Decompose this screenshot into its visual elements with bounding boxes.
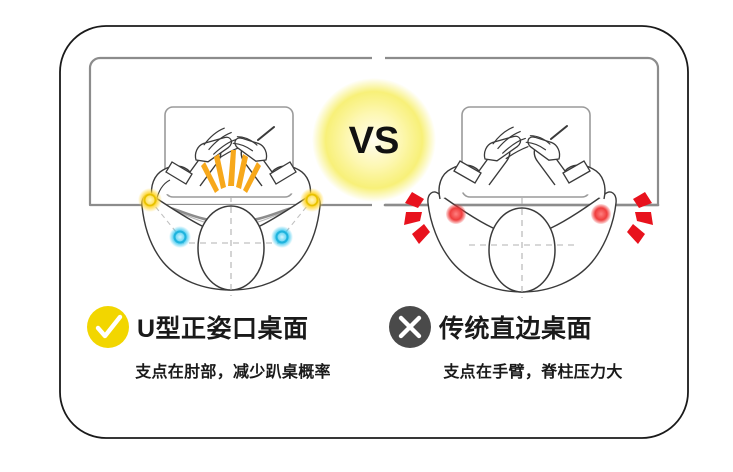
finger-1 [203,127,225,146]
shoulder-marker-right [271,226,293,248]
red-burst-right [627,192,653,244]
elbow-marker-right [300,188,324,212]
vs-label: VS [349,120,400,162]
finger-3 [213,138,237,155]
subtitle-right: 支点在手臂，脊柱压力大 [442,362,622,381]
orange-burst [201,150,261,193]
check-glyph [95,314,123,339]
vs-glow-circle [312,78,436,202]
finger-4-r [505,146,529,160]
subtitle-left: 支点在肘部，减少趴桌概率 [134,362,331,381]
cuff-left-r [453,160,482,184]
panel-right [383,56,660,298]
pen-right-panel [550,125,568,140]
cross-glyph [398,315,422,339]
red-burst-left [404,192,430,244]
finger-2-r [497,130,521,150]
pen-left-panel [257,126,275,141]
finger-grip-2-r [525,141,547,151]
finger-grip-1-r [529,135,551,145]
title-left: U型正姿口桌面 [137,314,309,343]
finger-3-r [502,137,526,154]
forearm-marker-right [591,204,611,224]
elbow-marker-left [138,188,162,212]
cuff-left [165,161,193,185]
forearm-marker-left [446,204,466,224]
title-right: 传统直边桌面 [438,314,592,343]
check-circle-icon [87,306,129,348]
cuff-right-r [562,160,591,184]
finger-1-r [492,126,514,145]
caption-right: 传统直边桌面 支点在手臂，脊柱压力大 [389,306,622,381]
finger-grip-1 [236,136,258,146]
vs-badge: VS [312,78,436,202]
caption-left: U型正姿口桌面 支点在肘部，减少趴桌概率 [87,306,331,381]
shoulder-marker-left [169,226,191,248]
finger-grip-2 [232,142,254,152]
panel-left [88,56,372,296]
finger-2 [208,131,232,151]
cuff-right [269,161,297,185]
